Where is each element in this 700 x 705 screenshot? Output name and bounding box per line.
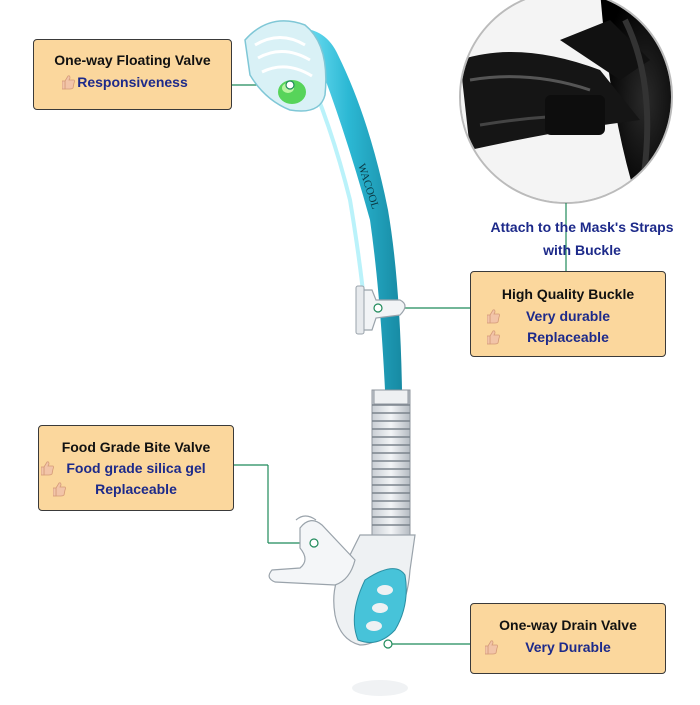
thumbs-up-icon	[486, 308, 501, 324]
mask-caption-line: with Buckle	[543, 242, 621, 258]
callout-feature: Replaceable	[471, 329, 665, 345]
callout-feature: Responsiveness	[34, 74, 231, 90]
callout-buckle: High Quality Buckle Very durable Replace…	[470, 271, 666, 357]
thumbs-up-icon	[61, 74, 76, 90]
callout-feature: Replaceable	[39, 481, 233, 497]
callout-line: Food grade silica gel	[66, 460, 206, 476]
callout-drain-valve: One-way Drain Valve Very Durable	[470, 603, 666, 674]
callout-line: Responsiveness	[77, 74, 188, 90]
mask-strap-detail	[459, 0, 673, 272]
mouthpiece	[268, 515, 356, 586]
callout-feature: Food grade silica gel	[39, 460, 233, 476]
callout-title: Food Grade Bite Valve	[61, 439, 211, 455]
mask-caption-line: Attach to the Mask's Straps	[490, 219, 674, 235]
thumbs-up-icon	[40, 460, 55, 476]
callout-line: Replaceable	[95, 481, 177, 497]
buckle	[355, 285, 406, 335]
callout-title: One-way Drain Valve	[499, 617, 637, 633]
callout-feature: Very Durable	[471, 639, 665, 655]
callout-feature: Very durable	[471, 308, 665, 324]
callout-bite-valve: Food Grade Bite Valve Food grade silica …	[38, 425, 234, 511]
snorkel-tube: WACOOL	[244, 20, 402, 390]
callout-floating-valve: One-way Floating Valve Responsiveness	[33, 39, 232, 110]
flexible-hose	[371, 389, 411, 541]
callout-line: Replaceable	[527, 329, 609, 345]
callout-line: Very Durable	[525, 639, 611, 655]
thumbs-up-icon	[52, 481, 67, 497]
thumbs-up-icon	[486, 329, 501, 345]
mask-caption: Attach to the Mask's Straps with Buckle	[462, 216, 700, 262]
thumbs-up-icon	[484, 639, 499, 655]
callout-title: High Quality Buckle	[501, 286, 635, 302]
callout-title: One-way Floating Valve	[54, 52, 211, 68]
callout-line: Very durable	[525, 308, 611, 324]
